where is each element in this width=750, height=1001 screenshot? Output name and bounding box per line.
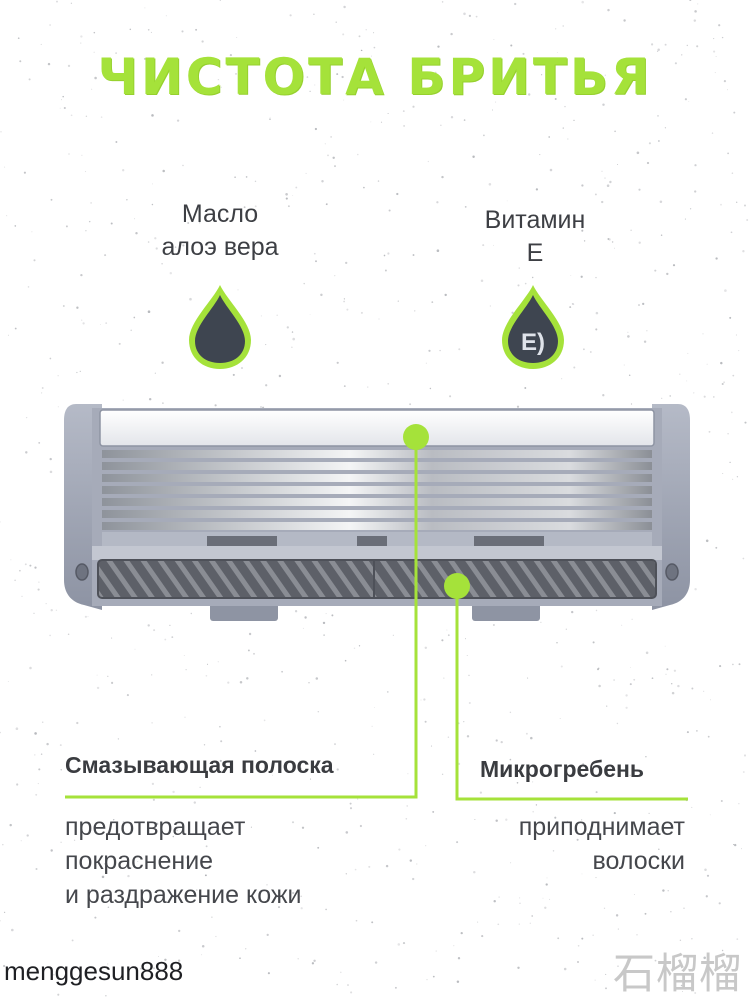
oil-drop-icon [189, 285, 251, 369]
seller-watermark: menggesun888 [4, 956, 184, 986]
aloe-label-line-1: Масло [181, 200, 259, 228]
lubricating-strip-heading: Смазывающая полоска [65, 752, 334, 778]
comb-callout-dot [444, 573, 470, 599]
vitamin-label-line-1: Витамин [484, 206, 586, 234]
page-title: ЧИСТОТА БРИТЬЯ [97, 48, 653, 106]
micro-comb-heading: Микрогребень [480, 756, 645, 782]
lubricating-strip [99, 409, 655, 447]
blade-stack [102, 450, 652, 530]
shop-watermark: 石榴榴 [612, 949, 742, 998]
strip-callout-dot [403, 424, 429, 450]
micro-comb-description: приподнимает волоски [430, 810, 685, 878]
comb-callout-line [455, 586, 688, 801]
vitamin-e-badge: E) [521, 329, 545, 356]
aloe-label-line-2: алоэ вера [161, 233, 279, 261]
strip-callout-line [65, 437, 418, 799]
strip-desc-line-3: и раздражение кожи [65, 881, 302, 909]
strip-desc-line-2: покраснение [65, 847, 214, 875]
vitamin-e-label: Витамин E [425, 204, 645, 270]
vitamin-label-line-2: E [526, 239, 544, 267]
strip-desc-line-1: предотвращает [65, 813, 246, 841]
aloe-oil-label: Масло алоэ вера [110, 198, 330, 264]
razor-cartridge [64, 404, 690, 621]
comb-desc-line-1: приподнимает [518, 813, 685, 841]
vitamin-e-drop-icon: E) [502, 285, 564, 369]
lubricating-strip-description: предотвращает покраснение и раздражение … [65, 810, 302, 912]
micro-comb [97, 559, 657, 599]
comb-desc-line-2: волоски [592, 847, 685, 875]
